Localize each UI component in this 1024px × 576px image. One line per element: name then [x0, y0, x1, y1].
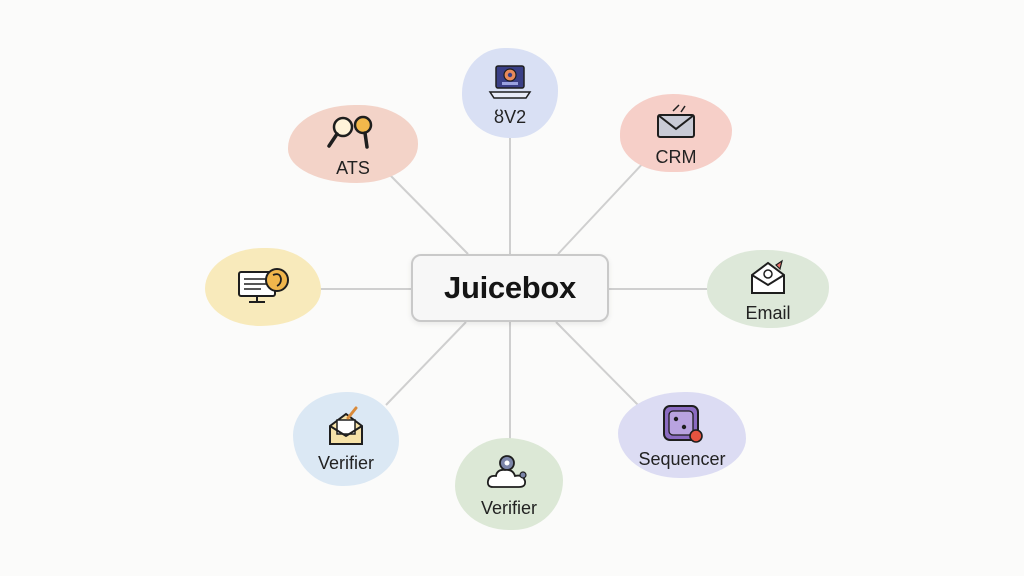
monitor-ear-icon [233, 263, 293, 309]
node-email: Email [707, 250, 829, 328]
node-ats-label: ATS [336, 157, 370, 178]
node-sequencer-label: Sequencer [638, 448, 726, 469]
node-left [205, 248, 321, 326]
node-ats: ATS [288, 105, 418, 183]
node-top: ȣV2 [462, 48, 558, 138]
link-ver1 [385, 321, 467, 406]
node-crm-label: CRM [655, 146, 697, 167]
envelope-pencil-icon [316, 405, 376, 451]
hub-label: Juicebox [444, 270, 576, 305]
node-top-label: ȣV2 [493, 106, 527, 127]
laptop-gear-icon [480, 59, 540, 105]
envelope-icon [646, 99, 706, 145]
node-verifier-1-label: Verifier [317, 452, 375, 473]
hub-node: Juicebox [411, 254, 609, 322]
cloud-gear-icon [479, 450, 539, 496]
node-email-label: Email [745, 302, 791, 323]
node-verifier-1: Verifier [293, 392, 399, 486]
link-seq [555, 321, 639, 406]
node-verifier-2-label: Verifier [480, 497, 538, 518]
node-crm: CRM [620, 94, 732, 172]
node-verifier-2: Verifier [455, 438, 563, 530]
open-envelope-icon [738, 255, 798, 301]
node-sequencer: Sequencer [618, 392, 746, 478]
link-crm [557, 159, 647, 255]
magnifier-icon [323, 110, 383, 156]
app-square-icon [652, 401, 712, 447]
link-ats [384, 169, 469, 255]
